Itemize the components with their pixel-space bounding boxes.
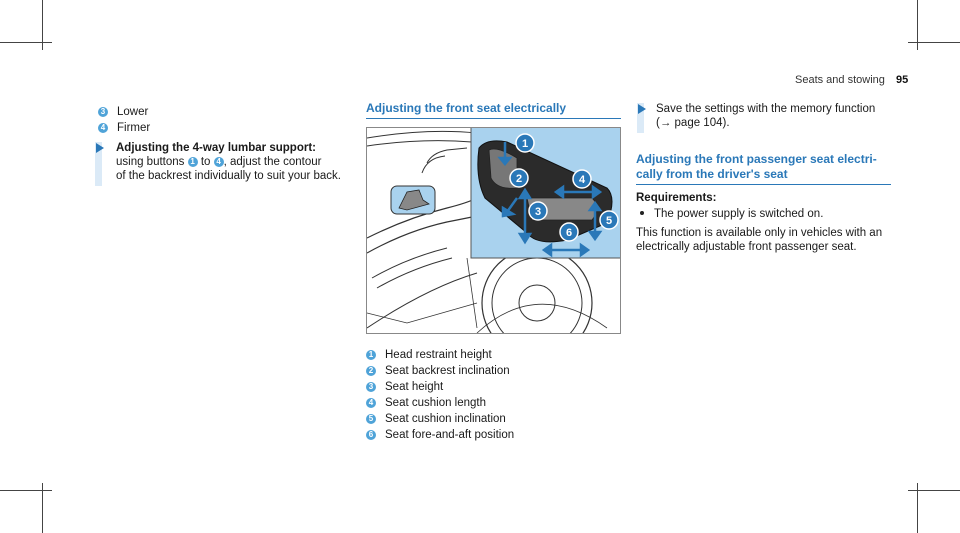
callout-number: 2: [366, 366, 376, 376]
step-title: Adjusting the 4-way lumbar support:: [116, 142, 316, 154]
legend-item: 5 Seat cushion inclination: [366, 412, 506, 426]
step-arrow-icon: [96, 143, 104, 153]
figure-callout-6: 6: [566, 227, 572, 239]
seat-figure: 1 2 3 4 5 6: [366, 127, 621, 334]
legend-label: Seat cushion length: [385, 397, 487, 409]
callout-number: 1: [187, 157, 198, 167]
item-label: Lower: [117, 106, 149, 118]
legend-label: Head restraint height: [385, 349, 492, 361]
figure-callout-5: 5: [606, 215, 612, 227]
callout-number: 1: [366, 350, 376, 360]
heading-rule: [636, 184, 891, 185]
legend-item: 2 Seat backrest inclination: [366, 364, 510, 378]
callout-number: 6: [366, 430, 376, 440]
crop-mark: [42, 483, 43, 533]
step-bar: [95, 142, 102, 186]
requirement-item: The power supply is switched on.: [640, 207, 823, 221]
step-line: of the backrest individually to suit you…: [116, 170, 342, 182]
legend-item: 3 Seat height: [366, 380, 443, 394]
legend-label: Seat fore-and-aft position: [385, 429, 515, 441]
paragraph: This function is available only in vehic…: [636, 227, 883, 253]
figure-callout-4: 4: [579, 174, 586, 186]
step-block: Adjusting the 4-way lumbar support: usin…: [116, 141, 356, 183]
crop-mark: [917, 483, 918, 533]
callout-number: 5: [366, 414, 376, 424]
crop-mark: [917, 0, 918, 50]
legend-item: 1 Head restraint height: [366, 348, 492, 362]
callout-number: 4: [98, 123, 108, 133]
requirements-label: Requirements:: [636, 192, 717, 204]
callout-number: 4: [366, 398, 376, 408]
list-item: 3 Lower: [98, 105, 148, 119]
legend-label: Seat height: [385, 381, 444, 393]
figure-callout-1: 1: [522, 138, 528, 150]
running-header: Seats and stowing 95: [795, 74, 908, 86]
page-reference-link[interactable]: (→ page 104).: [656, 117, 730, 129]
step-arrow-icon: [638, 104, 646, 114]
step-bar: [637, 103, 644, 133]
bullet-icon: [640, 211, 644, 215]
figure-callout-3: 3: [535, 206, 541, 218]
section-title: Seats and stowing: [795, 74, 885, 86]
callout-number: 4: [213, 157, 224, 167]
crop-mark: [908, 490, 960, 491]
crop-mark: [0, 490, 52, 491]
legend-item: 6 Seat fore-and-aft position: [366, 428, 514, 442]
crop-mark: [0, 42, 52, 43]
list-item: 4 Firmer: [98, 121, 150, 135]
callout-number: 3: [98, 107, 108, 117]
figure-callout-2: 2: [516, 173, 522, 185]
legend-label: Seat cushion inclination: [385, 413, 506, 425]
legend-item: 4 Seat cushion length: [366, 396, 486, 410]
crop-mark: [42, 0, 43, 50]
car-interior-illustration: 1 2 3 4 5 6: [367, 128, 620, 333]
page-number: 95: [895, 74, 909, 86]
step-line: Save the settings with the memory functi…: [656, 103, 876, 115]
heading-rule: [366, 118, 621, 119]
step-block: Save the settings with the memory functi…: [656, 102, 896, 130]
legend-label: Seat backrest inclination: [385, 365, 510, 377]
section-heading: Adjusting the front seat electrically: [366, 101, 567, 115]
item-label: Firmer: [117, 122, 151, 134]
step-line: using buttons 1 to 4, adjust the contour: [116, 156, 322, 168]
callout-number: 3: [366, 382, 376, 392]
crop-mark: [908, 42, 960, 43]
section-heading: Adjusting the front passenger seat elect…: [636, 152, 877, 181]
